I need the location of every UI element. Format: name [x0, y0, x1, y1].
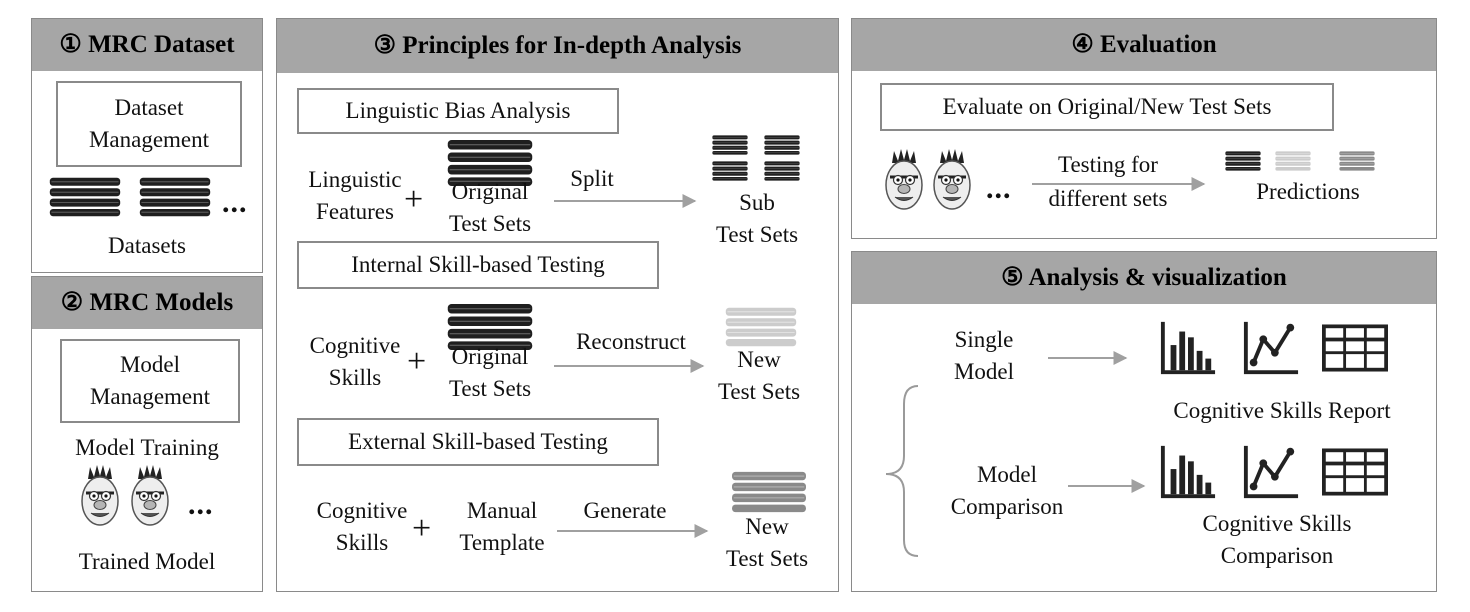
models-panel: ② MRC Models Model Management Model Trai… [31, 276, 263, 592]
line-chart-icon [1242, 318, 1300, 376]
new-test-sets-label-3a: New [745, 514, 789, 539]
linguistic-features-label-2: Features [316, 199, 394, 224]
new-test-sets-mid-db [727, 471, 811, 513]
cognitive-skills-report-label: Cognitive Skills Report [1173, 398, 1391, 423]
generate-arrow-label: Generate [583, 498, 667, 523]
bracket-and-arrows [885, 351, 1146, 557]
evaluate-test-sets-box: Evaluate on Original/New Test Sets [880, 83, 1334, 131]
sub-test-sets-label-2: Test Sets [715, 222, 799, 247]
sub-test-sets-label-1: Sub [739, 190, 775, 215]
table-icon-2 [1322, 448, 1388, 496]
linguistic-features-label-1: Linguistic [308, 167, 402, 192]
trained-model-caption: Trained Model [78, 549, 216, 574]
plus-sign-3: + [412, 510, 432, 547]
external-skill-testing-box: External Skill-based Testing [297, 418, 659, 466]
manual-template-label-a: Manual [466, 498, 538, 523]
prediction-db-mid [1332, 151, 1382, 171]
testing-label-2: different sets [1048, 186, 1168, 211]
generate-arrow [557, 524, 709, 538]
bar-chart-icon-2 [1158, 442, 1218, 500]
prediction-db-light [1268, 151, 1318, 171]
split-arrow [554, 194, 697, 208]
original-test-sets-label-1a: Original [451, 179, 529, 204]
model-comparison-label-2: Comparison [950, 494, 1064, 519]
bert-face-icon-2 [128, 465, 172, 529]
models-panel-title: ② MRC Models [32, 277, 262, 329]
internal-skill-testing-box: Internal Skill-based Testing [297, 241, 659, 289]
table-icon [1322, 324, 1388, 372]
plus-sign-1: + [404, 181, 424, 218]
new-test-sets-label-2a: New [737, 347, 781, 372]
single-model-label-2: Model [953, 359, 1015, 384]
linguistic-bias-box: Linguistic Bias Analysis [297, 88, 619, 134]
original-test-sets-label-2b: Test Sets [448, 376, 532, 401]
datasets-caption: Datasets [108, 233, 186, 258]
model-training-label: Model Training [75, 435, 219, 460]
predictions-label: Predictions [1256, 179, 1360, 204]
cognitive-skills-comparison-label-2: Comparison [1220, 543, 1334, 568]
cognitive-skills-label-2b: Skills [328, 365, 382, 390]
split-arrow-label: Split [570, 166, 614, 191]
evaluation-panel: ④ Evaluation Evaluate on Original/New Te… [851, 18, 1437, 239]
cognitive-skills-label-3a: Cognitive [316, 498, 408, 523]
testing-label-1: Testing for [1058, 152, 1158, 177]
original-test-sets-label-2a: Original [451, 344, 529, 369]
prediction-db-dark [1218, 151, 1268, 171]
single-model-label-1: Single [954, 327, 1014, 352]
bert-face-icon-1 [78, 465, 122, 529]
cognitive-skills-comparison-label-1: Cognitive Skills [1202, 511, 1352, 536]
dataset-panel-title: ① MRC Dataset [32, 19, 262, 71]
dataset-database-icon-1 [40, 177, 130, 217]
models-ellipsis: ... [188, 488, 214, 521]
dataset-ellipsis: ... [222, 186, 248, 219]
line-chart-icon-2 [1242, 442, 1300, 500]
evaluation-panel-title: ④ Evaluation [852, 19, 1436, 71]
reconstruct-arrow [554, 359, 705, 373]
cognitive-skills-label-3b: Skills [335, 530, 389, 555]
original-test-sets-label-1b: Test Sets [448, 211, 532, 236]
new-test-sets-label-2b: Test Sets [717, 379, 801, 404]
manual-template-label-b: Template [459, 530, 545, 555]
dataset-panel: ① MRC Dataset Dataset Management ... Dat… [31, 18, 263, 273]
dataset-management-box: Dataset Management [56, 81, 242, 167]
principles-panel: ③ Principles for In-depth Analysis Lingu… [276, 18, 839, 592]
plus-sign-2: + [407, 343, 427, 380]
testing-arrow [1032, 177, 1206, 191]
evaluation-ellipsis: ... [986, 172, 1012, 205]
model-management-box: Model Management [60, 339, 240, 423]
principles-panel-title: ③ Principles for In-depth Analysis [277, 19, 838, 73]
cognitive-skills-label-2a: Cognitive [309, 333, 401, 358]
dataset-database-icon-2 [130, 177, 220, 217]
analysis-panel-title: ⑤ Analysis & visualization [852, 252, 1436, 304]
bar-chart-icon [1158, 318, 1218, 376]
new-test-sets-label-3b: Test Sets [725, 546, 809, 571]
reconstruct-arrow-label: Reconstruct [576, 329, 686, 354]
model-comparison-label-1: Model [976, 462, 1038, 487]
analysis-panel: ⑤ Analysis & visualization Single Model … [851, 251, 1437, 592]
